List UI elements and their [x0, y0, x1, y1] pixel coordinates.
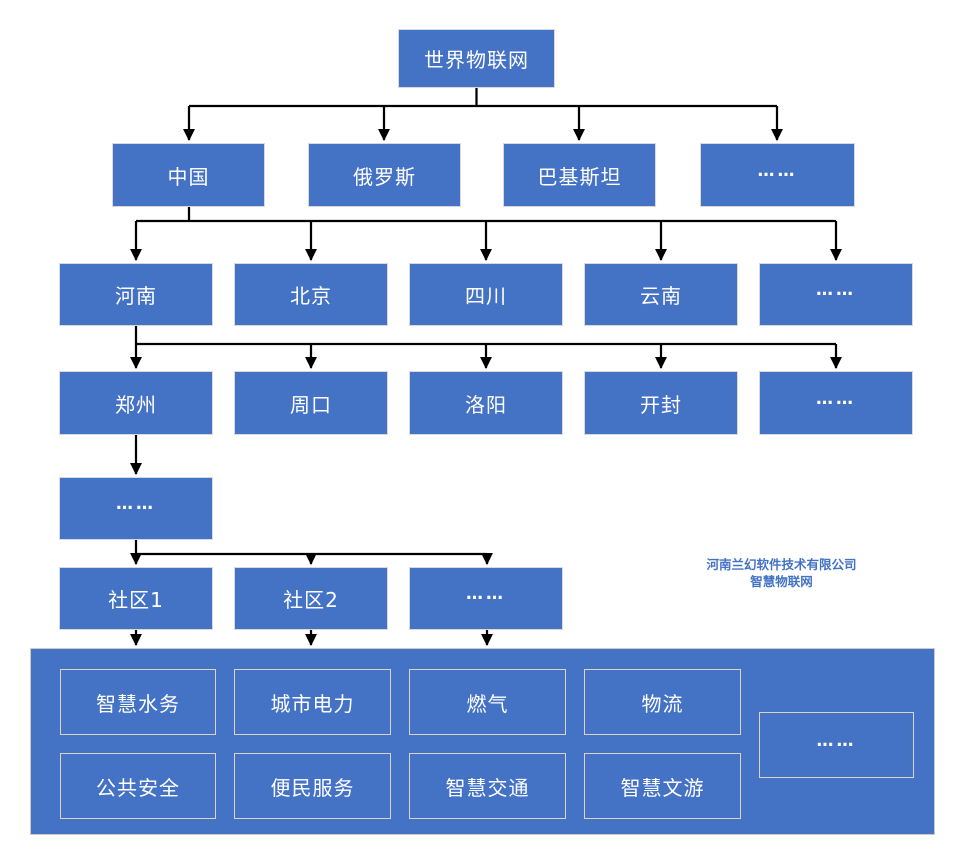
service-city-electricity: 城市电力 — [234, 669, 391, 735]
watermark-company: 河南兰幻软件技术有限公司 — [706, 557, 857, 572]
service-public-safety: 公共安全 — [60, 753, 216, 819]
node-communities-more: …… — [409, 567, 563, 630]
node-yunnan: 云南 — [584, 263, 738, 326]
services-panel: 智慧水务 城市电力 燃气 物流 公共安全 便民服务 智慧交通 智慧文游 …… — [30, 648, 935, 835]
service-logistics: 物流 — [584, 669, 741, 735]
service-more: …… — [759, 712, 914, 778]
node-pakistan: 巴基斯坦 — [503, 143, 656, 207]
service-convenience: 便民服务 — [234, 753, 391, 819]
ellipsis-label: …… — [816, 730, 857, 751]
service-smart-water: 智慧水务 — [60, 669, 216, 735]
node-sichuan: 四川 — [409, 263, 563, 326]
node-henan: 河南 — [59, 263, 213, 326]
connector-communities-to-panel — [130, 630, 493, 646]
service-gas: 燃气 — [409, 669, 566, 735]
connector-districts-to-communities — [130, 540, 493, 565]
node-beijing: 北京 — [234, 263, 388, 326]
node-world-iot: 世界物联网 — [398, 29, 555, 88]
ellipsis-label: …… — [816, 388, 856, 409]
watermark: 河南兰幻软件技术有限公司 智慧物联网 — [659, 556, 904, 590]
node-provinces-more: …… — [759, 263, 913, 326]
ellipsis-label: …… — [816, 280, 856, 300]
connector-root-to-countries — [183, 88, 783, 141]
node-russia: 俄罗斯 — [308, 143, 461, 207]
node-zhoukou: 周口 — [234, 371, 388, 435]
node-china: 中国 — [112, 143, 265, 207]
node-zhengzhou: 郑州 — [59, 371, 213, 435]
ellipsis-label: …… — [757, 160, 798, 181]
node-countries-more: …… — [700, 143, 855, 207]
node-community-2: 社区2 — [234, 567, 388, 630]
connector-china-to-provinces — [130, 207, 842, 261]
service-smart-traffic: 智慧交通 — [409, 753, 566, 819]
service-smart-tourism: 智慧文游 — [584, 753, 741, 819]
node-districts-more: …… — [59, 477, 213, 540]
node-cities-more: …… — [759, 371, 913, 435]
node-kaifeng: 开封 — [584, 371, 738, 435]
ellipsis-label: …… — [116, 494, 156, 514]
watermark-product: 智慧物联网 — [750, 574, 813, 589]
ellipsis-label: …… — [466, 584, 506, 604]
node-luoyang: 洛阳 — [409, 371, 563, 435]
node-community-1: 社区1 — [59, 567, 213, 630]
connector-henan-to-cities — [130, 326, 842, 369]
